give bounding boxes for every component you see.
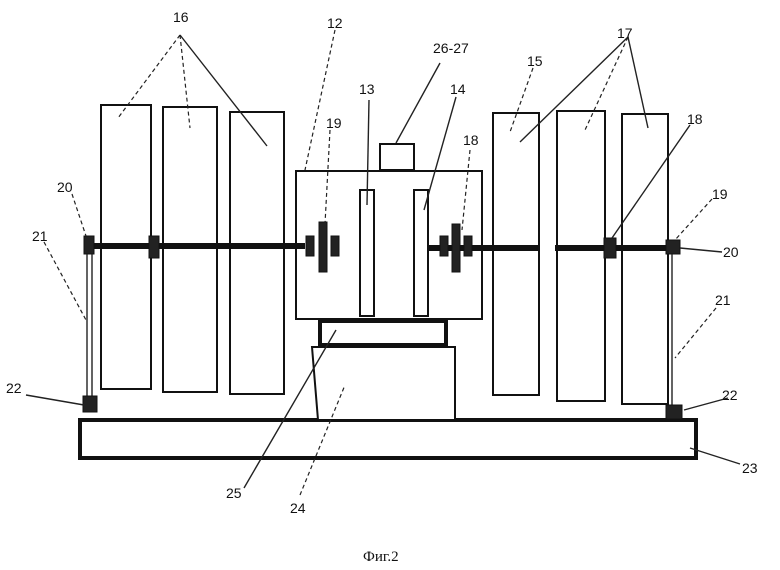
right-panels: [493, 111, 668, 404]
label-19-right: 19: [712, 186, 728, 202]
label-26-27: 26-27: [433, 40, 469, 56]
label-12: 12: [327, 15, 343, 31]
label-15: 15: [527, 53, 543, 69]
label-21-right: 21: [715, 292, 731, 308]
label-18-right: 18: [687, 111, 703, 127]
label-17: 17: [617, 25, 633, 41]
mounting-plate: [320, 321, 446, 345]
pedestal: [312, 347, 455, 420]
label-20-left: 20: [57, 179, 73, 195]
left-panels: [101, 105, 284, 394]
base-plate: [80, 420, 696, 458]
label-22-right: 22: [722, 387, 738, 403]
label-23: 23: [742, 460, 758, 476]
figure-caption: Фиг.2: [363, 549, 399, 565]
label-24: 24: [290, 500, 306, 516]
label-14: 14: [450, 81, 466, 97]
label-16: 16: [173, 9, 189, 25]
label-25: 25: [226, 485, 242, 501]
label-20-right: 20: [723, 244, 739, 260]
label-22-left: 22: [6, 380, 22, 396]
label-18-center: 18: [463, 132, 479, 148]
label-19-left: 19: [326, 115, 342, 131]
label-21-left: 21: [32, 228, 48, 244]
label-13: 13: [359, 81, 375, 97]
